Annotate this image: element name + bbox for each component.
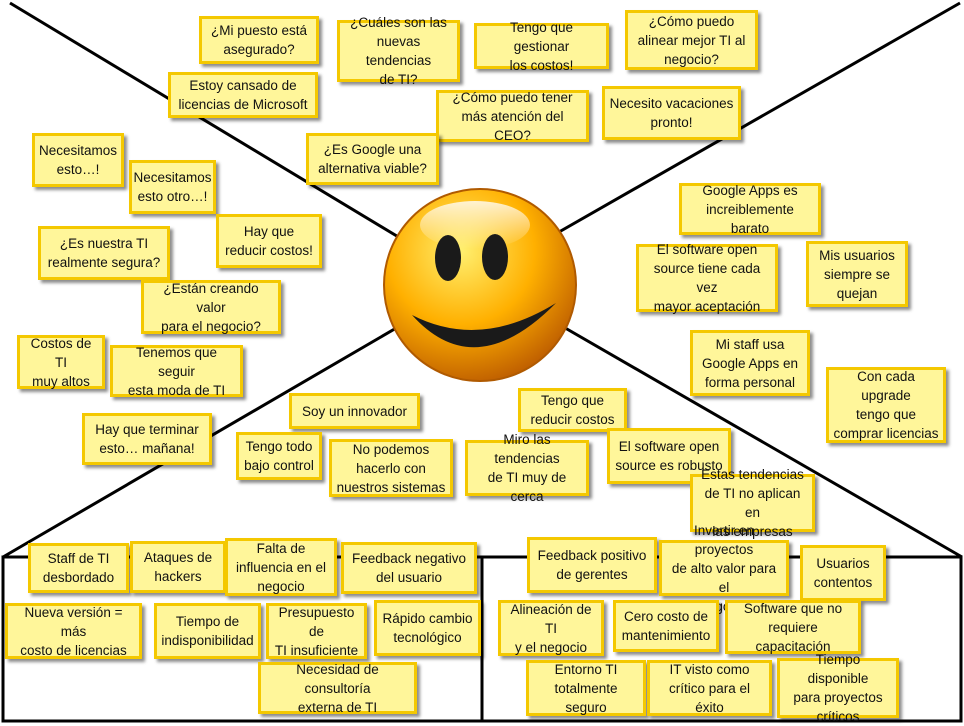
note-bottom-4: Miro las tendencias de TI muy de cerca [465, 432, 589, 504]
pain-note-9: Necesidad de consultoría externa de TI [258, 662, 417, 715]
pain-note-7: Presupuesto de TI insuficiente [266, 603, 367, 659]
gain-note-7: Entorno TI totalmente seguro [526, 660, 646, 716]
note-right-1: Google Apps es increiblemente barato [679, 183, 821, 236]
gain-note-9: Tiempo disponible para proyectos crítico… [777, 652, 899, 724]
gain-note-6: Software que no requiere capacitación [725, 600, 861, 654]
pain-note-3: Falta de influencia en el negocio [225, 538, 337, 596]
pain-note-8: Rápido cambio tecnológico [374, 600, 481, 656]
gain-note-2: Invertir en proyectos de alto valor para… [659, 523, 789, 614]
note-left-6: Costos de TI muy altos [17, 335, 105, 389]
note-top-8: ¿Es Google una alternativa viable? [306, 133, 439, 185]
note-bottom-2: Tengo todo bajo control [236, 432, 322, 480]
note-top-7: Necesito vacaciones pronto! [602, 86, 741, 140]
right-eye [482, 234, 508, 280]
note-left-4: ¿Es nuestra TI realmente segura? [38, 226, 170, 280]
note-right-4: Mi staff usa Google Apps en forma person… [690, 330, 810, 396]
pain-note-1: Staff de TI desbordado [28, 543, 129, 593]
note-right-5: Con cada upgrade tengo que comprar licen… [826, 367, 946, 443]
note-bottom-3: No podemos hacerlo con nuestros sistemas [329, 439, 453, 497]
note-top-2: ¿Cuáles son las nuevas tendencias de TI? [337, 15, 460, 87]
gain-note-8: IT visto como crítico para el éxito [647, 660, 772, 716]
note-left-8: Hay que terminar esto… mañana! [82, 413, 212, 465]
note-left-7: Tenemos que seguir esta moda de TI [110, 345, 243, 398]
pain-note-5: Nueva versión = más costo de licencias [5, 603, 142, 659]
smiley-face-icon [383, 188, 577, 382]
note-bottom-7: Estas tendencias de TI no aplican en las… [690, 467, 815, 539]
left-eye [435, 235, 461, 281]
note-left-3: Hay que reducir costos! [216, 214, 322, 268]
gain-note-4: Alineación de TI y el negocio [498, 600, 604, 656]
gain-note-3: Usuarios contentos [800, 545, 886, 601]
gain-note-5: Cero costo de mantenimiento [613, 600, 719, 652]
pain-note-4: Feedback negativo del usuario [341, 542, 477, 594]
note-bottom-1: Soy un innovador [289, 393, 420, 429]
note-top-5: Estoy cansado de licencias de Microsoft [168, 72, 318, 118]
note-bottom-5: Tengo que reducir costos [518, 388, 627, 432]
note-top-1: ¿Mi puesto está asegurado? [199, 16, 319, 64]
note-top-4: ¿Cómo puedo alinear mejor TI al negocio? [625, 10, 758, 70]
mouth [412, 303, 556, 348]
note-right-2: El software open source tiene cada vez m… [636, 242, 778, 314]
note-left-2: Necesitamos esto otro…! [129, 160, 216, 214]
note-top-6: ¿Cómo puedo tener más atención del CEO? [436, 90, 589, 143]
top-left-divider [9, 1, 421, 252]
note-top-3: Tengo que gestionar los costos! [474, 20, 609, 73]
note-left-5: ¿Están creando valor para el negocio? [141, 280, 281, 334]
note-left-1: Necesitamos esto…! [32, 133, 124, 187]
note-right-3: Mis usuarios siempre se quejan [806, 241, 908, 307]
bottom-right-divider [559, 323, 963, 559]
top-right-divider [544, 1, 961, 242]
pain-note-6: Tiempo de indisponibilidad [154, 603, 261, 659]
pain-note-2: Ataques de hackers [130, 541, 226, 593]
gain-note-1: Feedback positivo de gerentes [527, 537, 657, 593]
